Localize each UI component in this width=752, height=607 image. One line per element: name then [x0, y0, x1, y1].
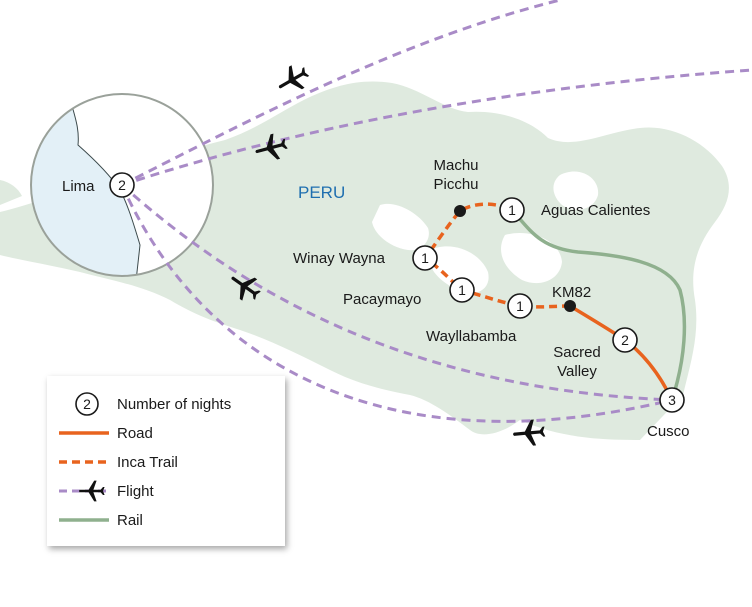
map-legend: 2 Number of nights Road Inca Trail Fligh… [47, 376, 285, 546]
svg-text:3: 3 [668, 392, 676, 408]
highland-patches [372, 171, 599, 294]
legend-label: Flight [117, 482, 154, 500]
nights-marker-wayllabamba: 1 [507, 293, 533, 319]
place-label-km82: KM82 [552, 284, 591, 301]
legend-item-flight: Flight [47, 477, 285, 505]
flight-routes [120, 0, 752, 423]
nights-circle-icon: 2 [47, 390, 117, 418]
nights-marker-pacaymayo: 1 [449, 277, 475, 303]
nights-marker-aguas-calientes: 1 [499, 197, 525, 223]
svg-text:2: 2 [118, 177, 126, 193]
place-label-cusco: Cusco [647, 423, 690, 440]
rail-route [510, 208, 687, 401]
place-label-pacaymayo: Pacaymayo [343, 291, 421, 308]
svg-text:1: 1 [516, 298, 524, 314]
road-line-icon [47, 419, 117, 447]
place-label-lima: Lima [62, 178, 95, 195]
legend-item-road: Road [47, 419, 285, 447]
svg-text:1: 1 [421, 250, 429, 266]
nights-marker-lima: 2 [109, 172, 135, 198]
place-label-aguas-calientes: Aguas Calientes [541, 202, 650, 219]
place-label-wayllabamba: Wayllabamba [426, 328, 517, 345]
nights-marker-sacred-valley: 2 [612, 327, 638, 353]
legend-label: Number of nights [117, 395, 232, 413]
legend-label: Inca Trail [117, 453, 178, 471]
svg-text:2: 2 [83, 396, 91, 412]
legend-item-inca-trail: Inca Trail [47, 448, 285, 476]
inca-trail-line-icon [47, 448, 117, 476]
km82-dot [564, 300, 576, 312]
flight-line-icon [47, 477, 117, 505]
legend-label: Rail [117, 511, 143, 529]
nights-marker-winay-wayna: 1 [412, 245, 438, 271]
place-label-winay-wayna: Winay Wayna [293, 250, 386, 267]
legend-item-nights: 2 Number of nights [47, 390, 285, 418]
svg-text:1: 1 [508, 202, 516, 218]
country-label: PERU [298, 183, 345, 202]
svg-text:2: 2 [621, 332, 629, 348]
machu-picchu-dot [454, 205, 466, 217]
rail-line-icon [47, 506, 117, 534]
svg-text:1: 1 [458, 282, 466, 298]
legend-label: Road [117, 424, 153, 442]
legend-item-rail: Rail [47, 506, 285, 534]
plane-icon [272, 60, 314, 99]
nights-marker-cusco: 3 [659, 387, 685, 413]
